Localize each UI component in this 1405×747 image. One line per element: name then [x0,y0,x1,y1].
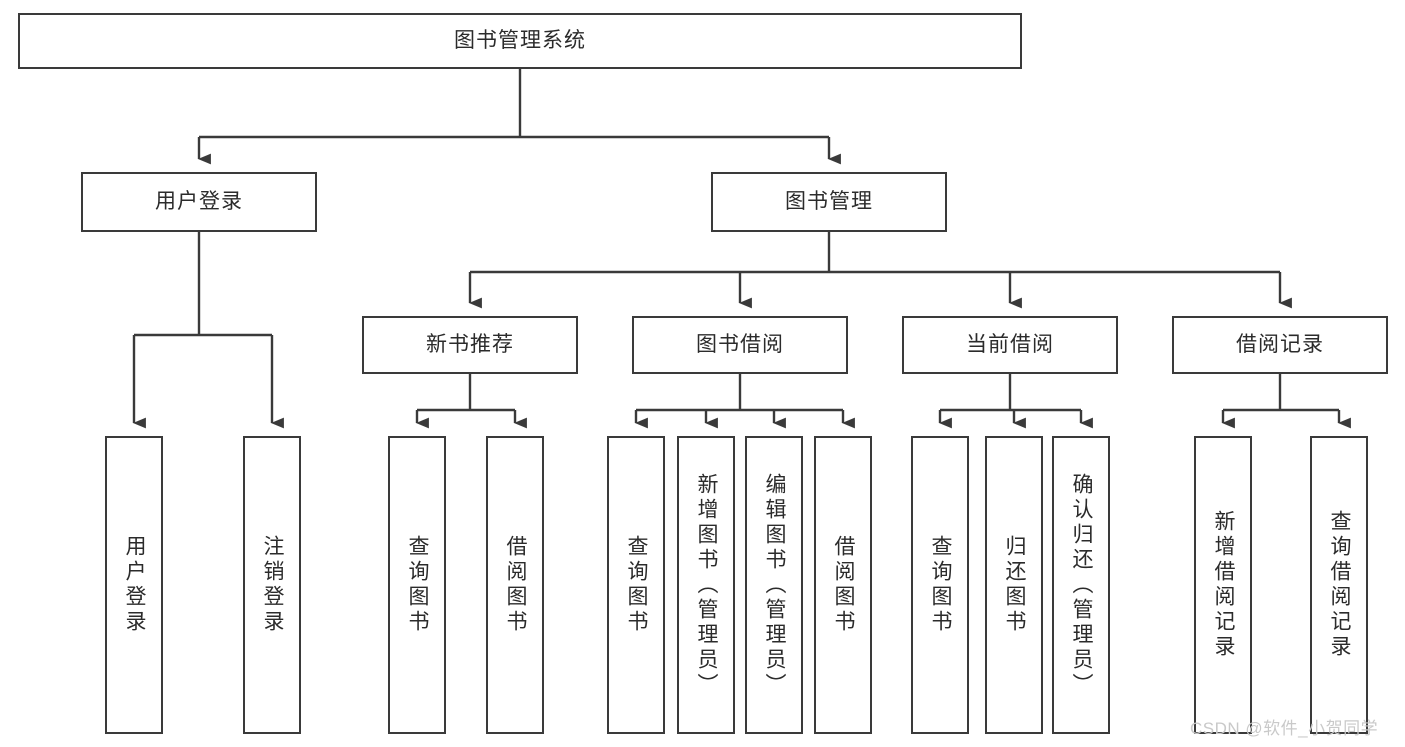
node-label: 借阅图书 [832,535,856,635]
node-label: 注销登录 [261,535,285,635]
leaf-node-leaf-cur-query[interactable]: 查询图书 [911,436,969,734]
leaf-node-leaf-cur-confirm[interactable]: 确认归还（管理员） [1052,436,1110,734]
leaf-node-leaf-user-login[interactable]: 用户登录 [105,436,163,734]
node-label: 借阅图书 [504,535,528,635]
leaf-node-leaf-cur-return[interactable]: 归还图书 [985,436,1043,734]
leaf-node-leaf-borrow-query[interactable]: 查询图书 [607,436,665,734]
branch-node-current-borrow[interactable]: 当前借阅 [902,316,1118,374]
node-label: 图书管理系统 [454,29,586,53]
csdn-watermark: CSDN @软件_小贺同学 [1190,719,1379,738]
node-label: 新书推荐 [426,333,514,357]
branch-node-book-manage[interactable]: 图书管理 [711,172,947,232]
node-label: 用户登录 [155,190,243,214]
leaf-node-leaf-logout[interactable]: 注销登录 [243,436,301,734]
node-label: 用户登录 [123,535,147,635]
node-label: 查询图书 [406,535,430,635]
node-label: 新增图书（管理员） [695,472,719,698]
leaf-node-leaf-borrow-add[interactable]: 新增图书（管理员） [677,436,735,734]
node-label: 图书管理 [785,190,873,214]
leaf-node-leaf-borrow-edit[interactable]: 编辑图书（管理员） [745,436,803,734]
node-label: 编辑图书（管理员） [763,472,787,698]
node-label: 确认归还（管理员） [1070,472,1094,698]
node-label: 图书借阅 [696,333,784,357]
leaf-node-leaf-rec-add[interactable]: 新增借阅记录 [1194,436,1252,734]
node-label: 查询图书 [929,535,953,635]
branch-node-new-book-rec[interactable]: 新书推荐 [362,316,578,374]
node-label: 查询借阅记录 [1328,510,1352,660]
branch-node-borrow-record[interactable]: 借阅记录 [1172,316,1388,374]
node-label: 查询图书 [625,535,649,635]
leaf-node-leaf-borrow-do[interactable]: 借阅图书 [814,436,872,734]
branch-node-book-borrow[interactable]: 图书借阅 [632,316,848,374]
node-label: 借阅记录 [1236,333,1324,357]
root-node-root[interactable]: 图书管理系统 [18,13,1022,69]
leaf-node-leaf-rec-search[interactable]: 查询借阅记录 [1310,436,1368,734]
node-label: 当前借阅 [966,333,1054,357]
leaf-node-leaf-rec-borrow[interactable]: 借阅图书 [486,436,544,734]
node-label: 归还图书 [1003,535,1027,635]
branch-node-user-login[interactable]: 用户登录 [81,172,317,232]
leaf-node-leaf-rec-query[interactable]: 查询图书 [388,436,446,734]
node-label: 新增借阅记录 [1212,510,1236,660]
